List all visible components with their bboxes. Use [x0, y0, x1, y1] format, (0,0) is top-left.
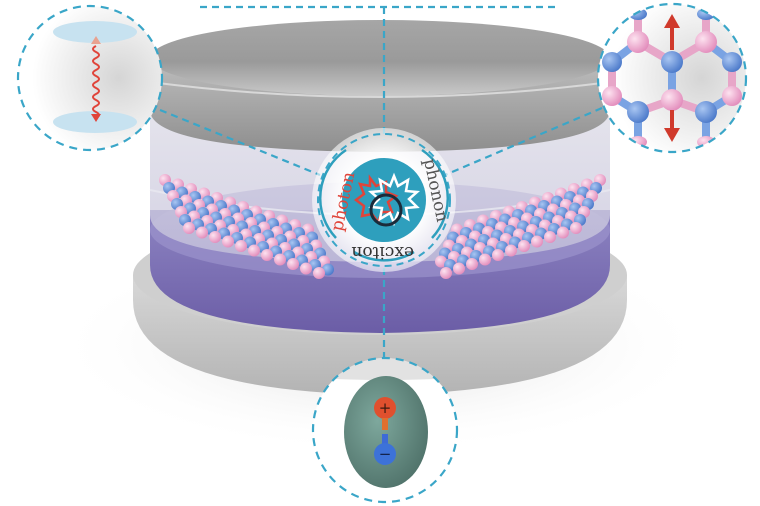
exciton-inset: + −	[311, 356, 459, 504]
vibration-arrow-icon	[664, 14, 680, 142]
photon-inset	[16, 4, 164, 152]
upper-mirror-icon	[53, 21, 137, 43]
photon-wave-icon	[92, 45, 100, 119]
2d-material-lattice	[159, 174, 606, 279]
coupling-core	[342, 158, 426, 242]
connector-lines	[159, 5, 603, 358]
top-mirror-disk	[149, 20, 611, 152]
phonon-inset	[596, 2, 748, 154]
hole-charge-icon	[374, 397, 396, 419]
exciton-cloud	[344, 376, 428, 488]
exciton-label: exciton	[351, 242, 414, 262]
plus-sign: +	[379, 399, 392, 417]
minus-sign: −	[379, 445, 392, 463]
coupling-center: photon phonon exciton	[312, 128, 456, 272]
exciton-ring-icon	[369, 193, 403, 227]
lower-mirror-icon	[53, 111, 137, 133]
electron-charge-icon	[374, 443, 396, 465]
